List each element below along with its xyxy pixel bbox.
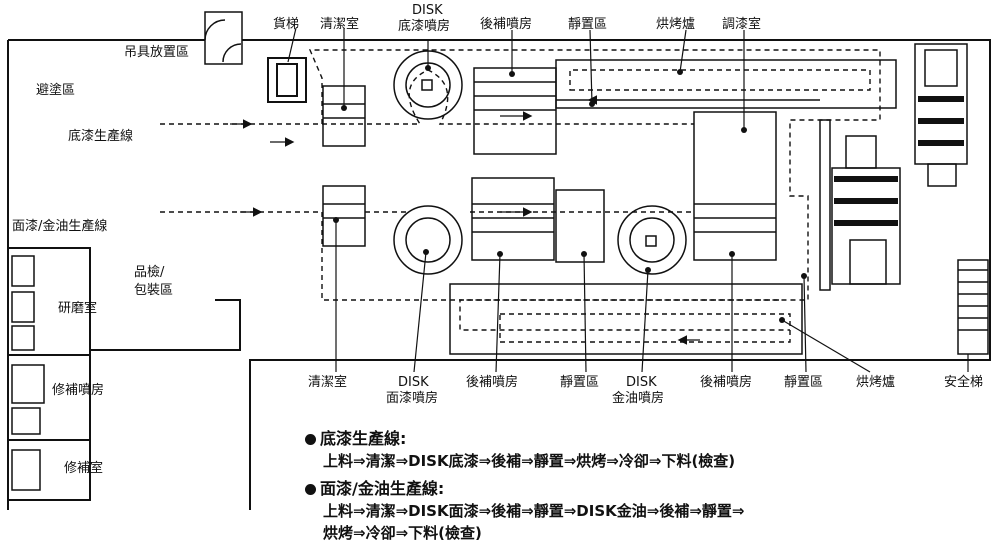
topcoat-flow-2: 烘烤⇒冷卻⇒下料(檢查) xyxy=(323,524,482,542)
process-legend: 底漆生產線: 上料⇒清潔⇒DISK底漆⇒後補⇒靜置⇒烘烤⇒冷卻⇒下料(檢查) 面… xyxy=(305,428,995,544)
label-rest-area-b2: 靜置區 xyxy=(784,375,823,390)
label-repair-room: 修補室 xyxy=(64,460,103,476)
primer-flow: 上料⇒清潔⇒DISK底漆⇒後補⇒靜置⇒烘烤⇒冷卻⇒下料(檢查) xyxy=(323,452,736,470)
label-freight-elevator: 貨梯 xyxy=(273,16,299,32)
rest-area-blocks xyxy=(449,59,897,355)
label-clearcoat-booth: 金油噴房 xyxy=(612,390,664,406)
topcoat-flow-1: 上料⇒清潔⇒DISK面漆⇒後補⇒靜置⇒DISK金油⇒後補⇒靜置⇒ xyxy=(323,502,745,520)
label-primer-line: 底漆生產線 xyxy=(68,128,133,144)
flow-arrows xyxy=(230,95,700,345)
left-room-fixtures xyxy=(11,255,45,491)
label-oven-bottom: 烘烤爐 xyxy=(856,375,895,390)
equipment-fills xyxy=(834,96,964,226)
building-outline xyxy=(7,39,991,510)
topcoat-legend-title: 面漆/金油生產線: xyxy=(305,478,995,500)
label-rest-area-b1: 靜置區 xyxy=(560,375,599,390)
label-cleaning-top: 清潔室 xyxy=(320,16,359,32)
label-inspection: 品檢/ xyxy=(134,264,165,280)
right-equipment xyxy=(831,43,989,355)
label-touchup-booth-b1: 後補噴房 xyxy=(466,374,518,390)
label-disk-bottom1: DISK xyxy=(398,375,429,390)
label-repair-booth: 修補噴房 xyxy=(52,382,104,398)
disk-booths xyxy=(393,50,687,275)
label-paint-avoid: 避塗區 xyxy=(36,82,75,98)
label-oven-top: 烘烤爐 xyxy=(656,17,695,32)
stair-icon-top xyxy=(204,11,243,65)
label-safety-stairs: 安全梯 xyxy=(944,374,983,390)
primer-legend-title: 底漆生產線: xyxy=(305,428,995,450)
freight-elevator-icon xyxy=(267,57,307,103)
bullet-icon xyxy=(305,484,316,495)
label-rest-area-top: 靜置區 xyxy=(568,17,607,32)
label-packing: 包裝區 xyxy=(134,283,173,298)
label-touchup-booth-top: 後補噴房 xyxy=(480,16,532,32)
label-primer-booth: 底漆噴房 xyxy=(398,18,450,34)
label-cleaning-bottom: 清潔室 xyxy=(308,374,347,390)
leader-lines xyxy=(287,27,969,373)
label-hanger-storage: 吊具放置區 xyxy=(124,45,189,60)
label-disk-top: DISK xyxy=(412,3,443,18)
touchup-booth-blocks xyxy=(471,67,777,261)
leader-dots xyxy=(333,65,807,323)
label-topcoat-booth: 面漆噴房 xyxy=(386,390,438,406)
label-grinding-room: 研磨室 xyxy=(58,300,97,316)
label-topcoat-line: 面漆/金油生產線 xyxy=(12,218,107,234)
label-disk-bottom2: DISK xyxy=(626,375,657,390)
label-paint-mixing: 調漆室 xyxy=(722,16,761,32)
bullet-icon xyxy=(305,434,316,445)
label-touchup-booth-b2: 後補噴房 xyxy=(700,374,752,390)
